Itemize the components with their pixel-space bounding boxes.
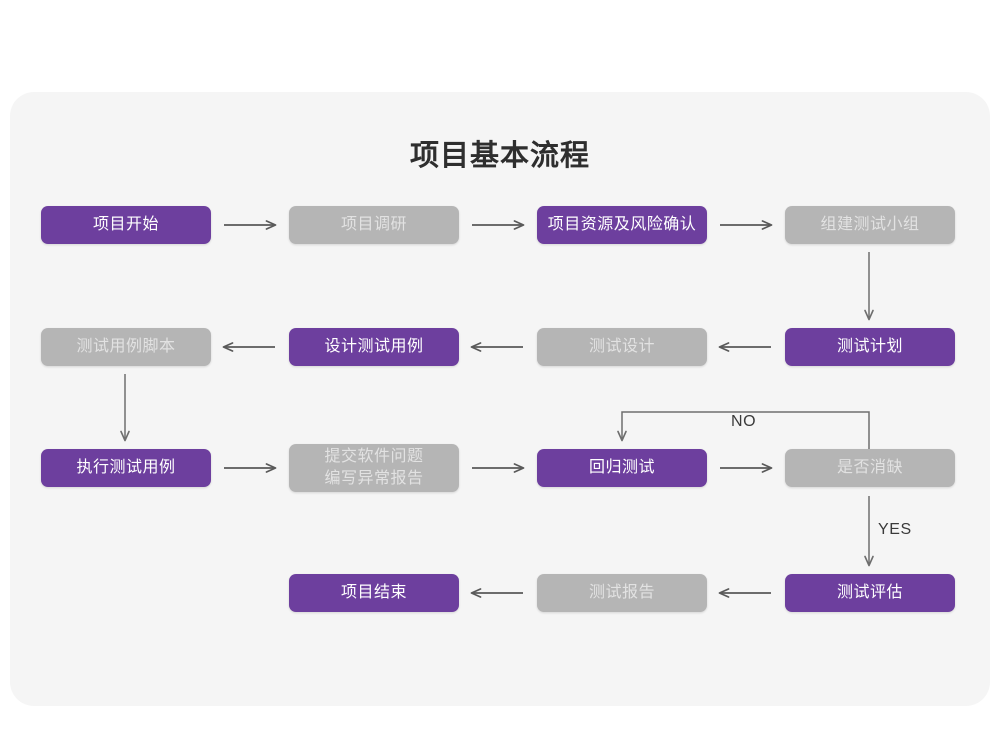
node-project-end[interactable]: 项目结束 [289,574,459,612]
diagram-panel [10,92,990,706]
node-regression-test[interactable]: 回归测试 [537,449,707,487]
node-defect-cleared[interactable]: 是否消缺 [785,449,955,487]
node-project-research[interactable]: 项目调研 [289,206,459,244]
node-project-start[interactable]: 项目开始 [41,206,211,244]
node-test-plan[interactable]: 测试计划 [785,328,955,366]
node-test-report[interactable]: 测试报告 [537,574,707,612]
node-form-test-team[interactable]: 组建测试小组 [785,206,955,244]
node-design-test-case[interactable]: 设计测试用例 [289,328,459,366]
node-test-design[interactable]: 测试设计 [537,328,707,366]
node-execute-test-case[interactable]: 执行测试用例 [41,449,211,487]
node-test-case-script[interactable]: 测试用例脚本 [41,328,211,366]
node-test-evaluation[interactable]: 测试评估 [785,574,955,612]
page-title: 项目基本流程 [409,140,590,172]
edge-label-yes: YES [878,521,912,538]
edge-label-no: NO [731,413,757,430]
node-submit-issue-report[interactable]: 提交软件问题 编写异常报告 [289,444,459,492]
node-resource-risk-confirm[interactable]: 项目资源及风险确认 [537,206,707,244]
